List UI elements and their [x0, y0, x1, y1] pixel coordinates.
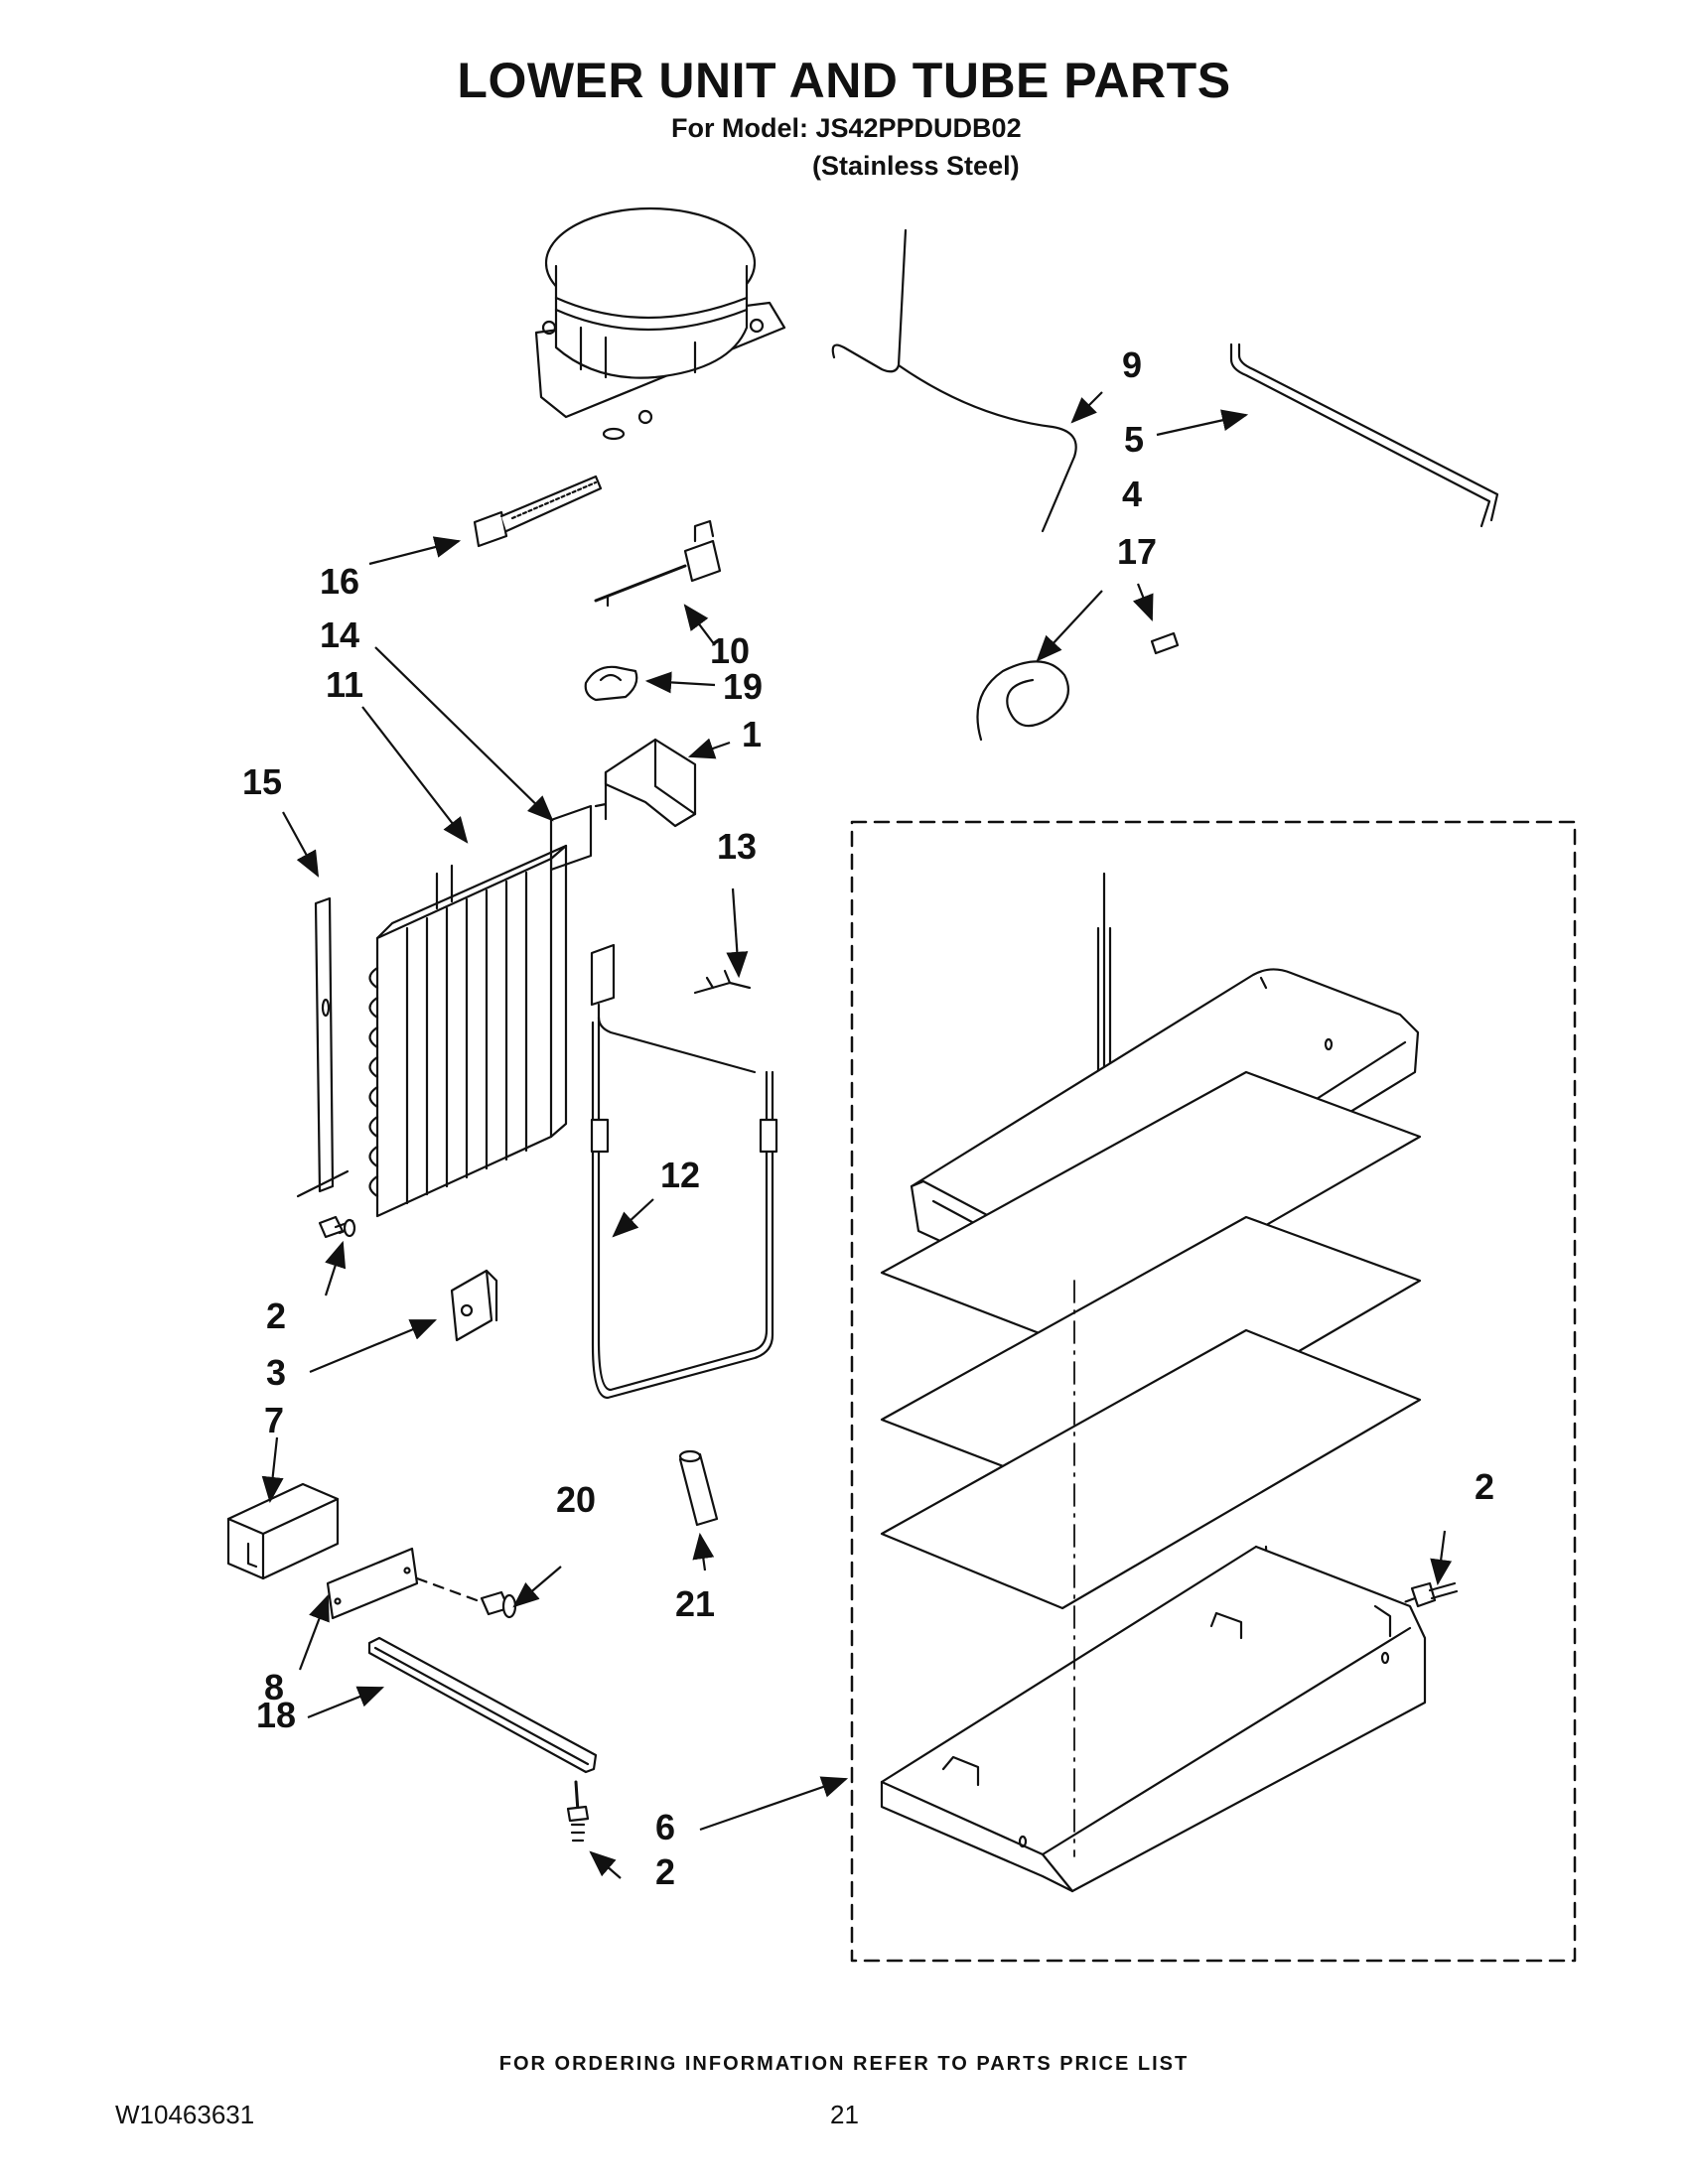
callout-13: 13 — [717, 826, 757, 867]
callout-15: 15 — [242, 761, 282, 802]
cover-plate-part-8 — [326, 1547, 479, 1620]
document-number: W10463631 — [115, 2100, 255, 2129]
clip-part-17 — [1150, 631, 1180, 655]
callout-1: 1 — [742, 714, 762, 754]
bracket-part-7 — [226, 1482, 340, 1580]
clip-part-13 — [693, 969, 752, 995]
drain-pan-assembly-part-6 — [880, 872, 1427, 1893]
coiled-tube-part-4 — [976, 660, 1069, 742]
callout-12: 12 — [660, 1155, 700, 1195]
wire-harness-part-12 — [590, 943, 778, 1400]
tube-part-9 — [831, 228, 1077, 533]
callout-8: 8 — [264, 1667, 284, 1707]
bracket-part-15 — [296, 896, 350, 1198]
callout-16: 16 — [320, 561, 359, 602]
ordering-note: FOR ORDERING INFORMATION REFER TO PARTS … — [498, 2053, 1190, 2075]
model-line: For Model: JS42PPDUDB02 — [671, 113, 1022, 143]
callout-3: 3 — [266, 1352, 286, 1393]
page-title: LOWER UNIT AND TUBE PARTS — [457, 53, 1231, 108]
callout-11: 11 — [326, 664, 363, 705]
callout-9: 9 — [1122, 344, 1142, 385]
bracket-part-3 — [450, 1269, 498, 1342]
condenser-coil-part-11 — [368, 844, 568, 1218]
callout-labels: 1 2 2 2 3 4 5 6 7 8 9 10 11 12 13 14 15 … — [242, 344, 1494, 1892]
cable-tie-part-16 — [473, 475, 603, 548]
callout-2-bottom: 2 — [655, 1851, 675, 1892]
callout-14: 14 — [320, 614, 359, 655]
callout-18: 18 — [256, 1695, 296, 1735]
callout-7: 7 — [264, 1400, 284, 1440]
variant-line: (Stainless Steel) — [812, 151, 1020, 181]
callout-2-left: 2 — [266, 1296, 286, 1336]
callout-20: 20 — [556, 1479, 596, 1520]
bracket-part-1 — [594, 738, 697, 828]
clip-part-19 — [584, 665, 638, 702]
screw-part-2-left — [318, 1215, 356, 1239]
plate-part-14 — [549, 804, 593, 872]
screw-part-2-bottom — [566, 1780, 590, 1843]
callout-10: 10 — [710, 630, 750, 671]
callout-19: 19 — [723, 666, 763, 707]
callout-21: 21 — [675, 1583, 715, 1624]
callout-4: 4 — [1122, 474, 1142, 514]
thermistor-part-10 — [594, 519, 722, 608]
group-dashed-border — [850, 820, 1577, 1963]
page-number: 21 — [830, 2100, 859, 2129]
compressor-part — [534, 206, 786, 441]
callout-6: 6 — [655, 1807, 675, 1847]
callout-17: 17 — [1117, 531, 1157, 572]
strip-part-18 — [367, 1636, 598, 1774]
callout-5: 5 — [1124, 419, 1144, 460]
screw-part-2-right — [1358, 1581, 1459, 1620]
tube-part-5 — [1229, 342, 1499, 528]
callout-2-right: 2 — [1475, 1466, 1494, 1507]
screw-part-20 — [480, 1590, 517, 1619]
sleeve-part-21 — [678, 1449, 719, 1527]
leader-lines — [261, 391, 1453, 1879]
